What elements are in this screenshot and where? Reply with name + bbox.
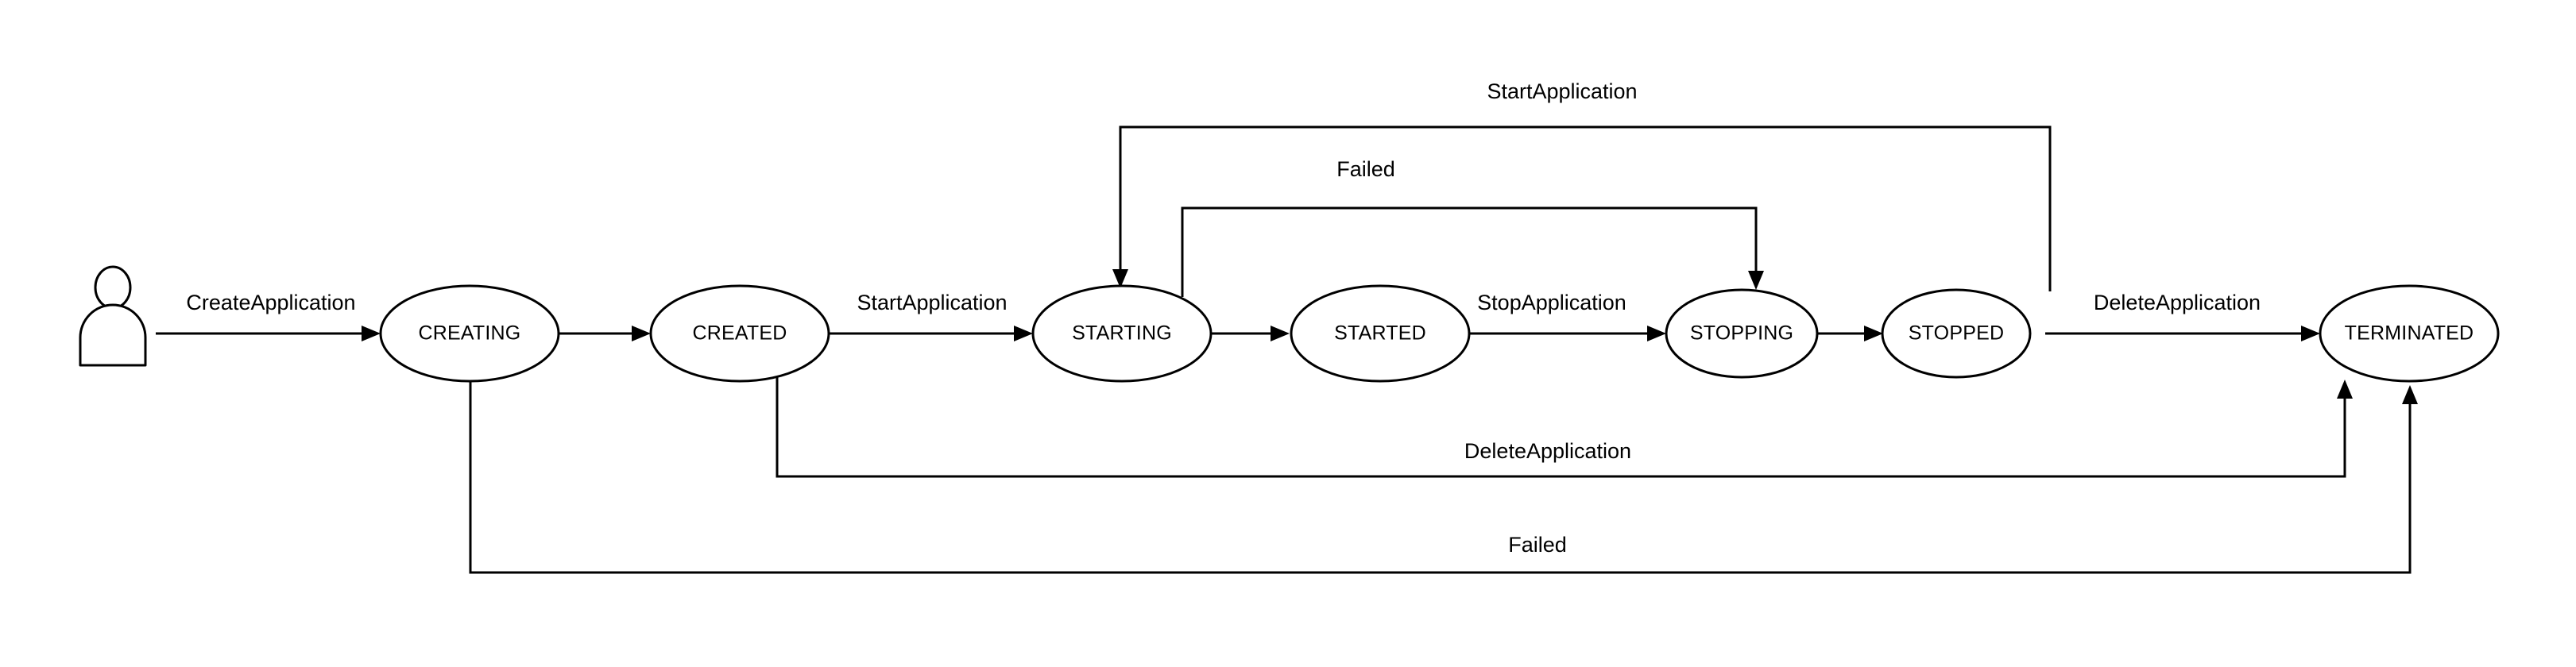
edge-label-delete-application-stopped: DeleteApplication [2094,291,2261,314]
transition-failed-creating-to-terminated[interactable]: Failed [469,376,2418,574]
state-node-started-ellipse [1290,284,1471,383]
arrow-head-into-stopping-top [1748,271,1764,290]
state-node-terminated[interactable]: TERMINATED [2319,284,2500,383]
state-node-stopped[interactable]: STOPPED [1881,288,2032,379]
state-node-created-ellipse [649,284,830,383]
arrow-head-into-terminated-horizontal [2301,326,2320,341]
state-node-terminated-label: TERMINATED [2345,322,2474,345]
edge-label-start-application-created: StartApplication [857,291,1007,314]
arrow-head-into-terminated-bottom-right [2402,385,2418,404]
state-node-starting-ellipse [1031,284,1213,383]
edge-label-delete-application-created: DeleteApplication [1464,439,1631,463]
state-node-created[interactable]: CREATED [649,284,830,383]
state-node-starting-label: STARTING [1072,322,1172,345]
edge-line-stopped-to-starting-top [1119,125,2052,291]
state-node-creating-label: CREATING [419,322,521,345]
edge-label-failed-creating: Failed [1508,533,1567,557]
actor-head-icon [94,265,132,310]
state-node-stopping-label: STOPPING [1690,322,1793,345]
state-node-terminated-ellipse [2319,284,2500,383]
state-node-stopping-ellipse [1665,288,1819,379]
transition-creating-to-created[interactable] [559,326,651,341]
edge-label-start-application-stopped: StartApplication [1487,79,1637,103]
arrow-head-into-creating [362,326,381,341]
state-node-creating-ellipse [379,284,560,383]
edge-label-failed-starting: Failed [1336,157,1395,181]
state-node-stopped-label: STOPPED [1909,322,2004,345]
arrow-head-into-started [1271,326,1290,341]
transition-failed-starting-to-stopping[interactable]: Failed [1181,157,1764,297]
edge-label-stop-application: StopApplication [1477,291,1626,314]
edge-label-create-application: CreateApplication [186,291,355,314]
transition-stop-application[interactable]: StopApplication [1470,291,1666,341]
state-node-stopped-ellipse [1881,288,2032,379]
state-node-started-label: STARTED [1334,322,1426,345]
arrow-head-into-starting-horizontal [1014,326,1033,341]
edge-line-creating-to-terminated-bottom [469,376,2412,574]
arrow-head-into-terminated-bottom-left [2337,380,2353,399]
arrow-head-into-stopped [1864,326,1883,341]
arrow-head-into-created [632,326,651,341]
state-node-starting[interactable]: STARTING [1031,284,1213,383]
transition-delete-application-stopped[interactable]: DeleteApplication [2045,291,2320,341]
edge-line-created-to-terminated-bottom [776,376,2346,478]
transition-stopping-to-stopped[interactable] [1816,326,1883,341]
edge-line-starting-to-stopping-failed [1181,206,1758,297]
arrow-head-into-starting-top [1112,269,1128,288]
state-node-created-label: CREATED [692,322,787,345]
state-node-started[interactable]: STARTED [1290,284,1471,383]
transition-create-application[interactable]: CreateApplication [156,291,381,341]
transition-starting-to-started[interactable] [1211,326,1290,341]
state-node-stopping[interactable]: STOPPING [1665,288,1819,379]
state-node-creating[interactable]: CREATING [379,284,560,383]
arrow-head-into-stopping-horizontal [1647,326,1666,341]
actor-body-icon [79,303,147,367]
transition-start-application-stopped[interactable]: StartApplication [1112,79,2052,291]
transition-start-application-created[interactable]: StartApplication [829,291,1033,341]
user-actor[interactable] [79,265,147,367]
transition-delete-application-created[interactable]: DeleteApplication [776,376,2353,478]
